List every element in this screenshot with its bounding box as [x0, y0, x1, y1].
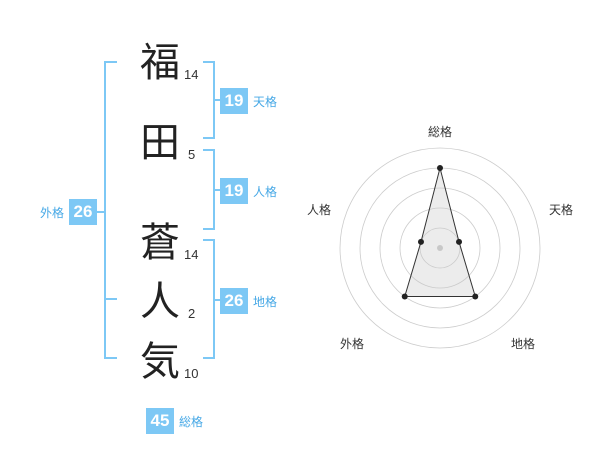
gaikaku-badge: 外格 26 — [40, 199, 98, 225]
radar-axis-label-tenkaku: 天格 — [549, 203, 574, 217]
stroke-count-3: 14 — [184, 247, 199, 262]
radar-point-2 — [472, 293, 479, 300]
radar-polygon — [404, 167, 476, 298]
chikaku-badge: 26 地格 — [220, 288, 277, 314]
radar-point-4 — [417, 238, 424, 245]
name-char-2: 田 — [140, 120, 180, 166]
stroke-count-5: 10 — [184, 366, 199, 381]
name-char-4: 人 — [140, 279, 180, 325]
soukaku-value: 45 — [146, 408, 174, 434]
soukaku-badge: 45 総格 — [146, 408, 203, 434]
radar-point-3 — [401, 293, 408, 300]
radar-ring — [419, 227, 461, 269]
soukaku-label: 総格 — [179, 414, 204, 429]
tenkaku-label: 天格 — [253, 94, 278, 109]
name-char-5: 気 — [140, 339, 180, 385]
radar-ring — [379, 187, 501, 309]
fortune-radar-chart — [339, 147, 541, 349]
tenkaku-value: 19 — [220, 88, 248, 114]
jinkaku-label: 人格 — [253, 184, 278, 199]
radar-ring — [339, 147, 541, 349]
radar-axis-label-soukaku: 総格 — [428, 125, 453, 139]
name-char-1: 福 — [140, 40, 180, 86]
radar-point-0 — [437, 165, 443, 171]
stroke-count-4: 2 — [188, 306, 196, 321]
radar-center — [437, 245, 443, 251]
radar-axis-label-chikaku: 地格 — [511, 337, 536, 351]
radar-axis-label-gaikaku: 外格 — [340, 337, 365, 351]
radar-axis-label-jinkaku: 人格 — [307, 203, 332, 217]
tenkaku-badge: 19 天格 — [220, 88, 277, 114]
gaikaku-label: 外格 — [40, 205, 65, 220]
radar-point-1 — [456, 238, 463, 245]
radar-ring — [399, 207, 481, 289]
gaikaku-value: 26 — [69, 199, 98, 225]
jinkaku-badge: 19 人格 — [220, 178, 277, 204]
jinkaku-value: 19 — [220, 178, 248, 204]
stroke-count-1: 14 — [184, 67, 199, 82]
name-char-3: 蒼 — [140, 220, 180, 266]
chikaku-value: 26 — [220, 288, 248, 314]
chikaku-label: 地格 — [253, 294, 278, 309]
stroke-count-2: 5 — [188, 147, 196, 162]
